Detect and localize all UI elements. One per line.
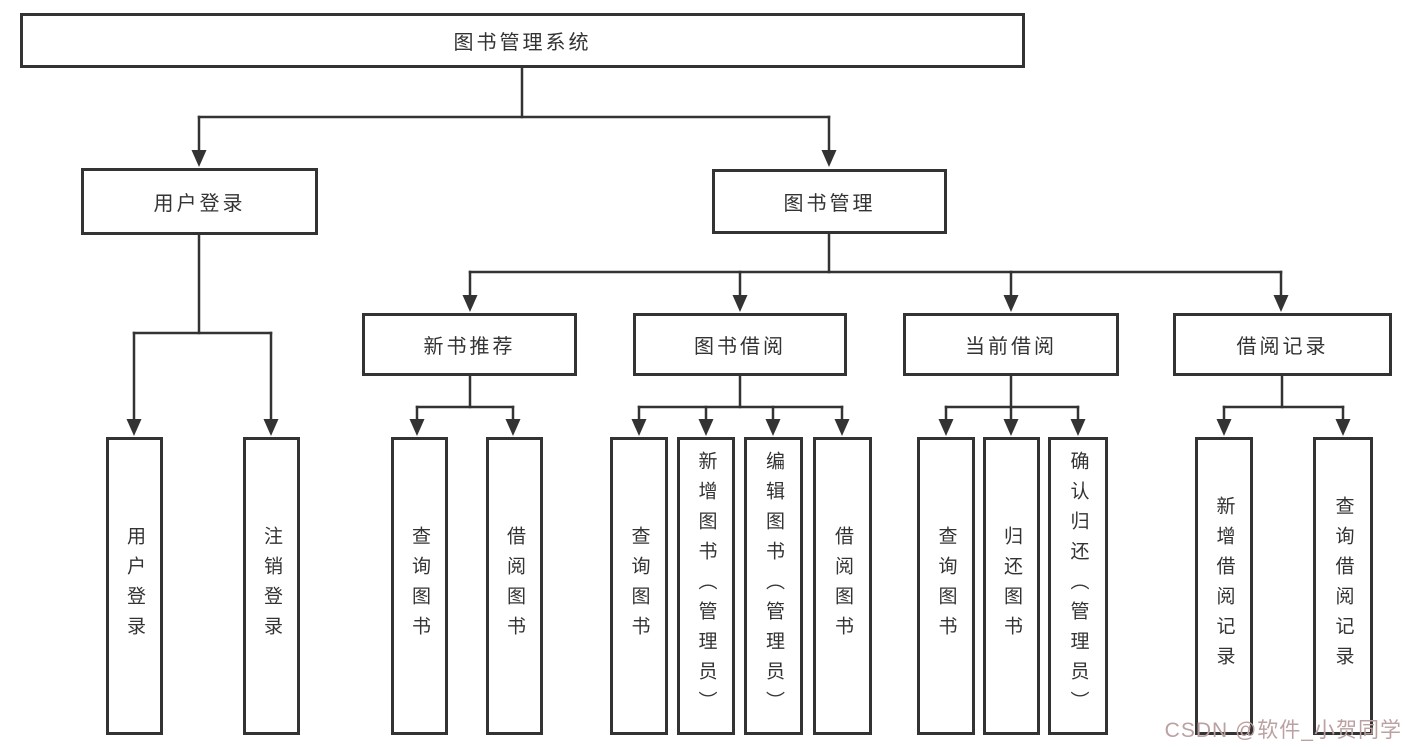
arrowhead-icon (191, 150, 207, 167)
leaf-return-books-label: 归还图书 (1001, 526, 1022, 646)
arrowhead-icon (1216, 419, 1232, 436)
node-new-book-recommend: 新书推荐 (362, 313, 577, 376)
node-borrow-records: 借阅记录 (1173, 313, 1392, 376)
arrowhead-icon (1003, 419, 1019, 436)
leaf-query-books-borrow: 查询图书 (610, 437, 668, 735)
leaf-query-borrow-record-label: 查询借阅记录 (1332, 496, 1354, 676)
arrowhead-icon (126, 419, 142, 436)
connector-login-to-leaves (126, 233, 279, 436)
arrowhead-icon (834, 419, 850, 436)
leaf-borrow-books-recommend: 借阅图书 (486, 437, 543, 735)
arrowhead-icon (732, 295, 748, 312)
leaf-logout: 注销登录 (243, 437, 300, 735)
connector-borrow-to-leaves (631, 374, 850, 436)
arrowhead-icon (263, 419, 279, 436)
leaf-add-books-admin: 新增图书（管理员） (677, 437, 735, 735)
node-user-login: 用户登录 (81, 168, 318, 235)
leaf-query-books-recommend: 查询图书 (391, 437, 448, 735)
node-current-borrow: 当前借阅 (903, 313, 1119, 376)
connector-records-to-leaves (1216, 374, 1351, 436)
arrowhead-icon (1070, 419, 1086, 436)
arrowhead-icon (1003, 295, 1019, 312)
leaf-edit-books-admin-label: 编辑图书（管理员） (763, 451, 784, 721)
arrowhead-icon (698, 419, 714, 436)
connector-current-to-leaves (938, 374, 1086, 436)
connector-recommend-to-leaves (409, 374, 521, 436)
arrowhead-icon (765, 419, 781, 436)
leaf-borrow-books: 借阅图书 (813, 437, 872, 735)
leaf-borrow-books-recommend-label: 借阅图书 (504, 526, 525, 646)
leaf-add-books-admin-label: 新增图书（管理员） (695, 451, 717, 721)
arrowhead-icon (1273, 295, 1289, 312)
leaf-query-books-current-label: 查询图书 (935, 526, 957, 646)
leaf-query-borrow-record: 查询借阅记录 (1313, 437, 1373, 735)
arrowhead-icon (938, 419, 954, 436)
node-book-management: 图书管理 (712, 169, 947, 234)
connector-management-to-level3 (462, 232, 1289, 312)
leaf-borrow-books-label: 借阅图书 (832, 526, 853, 646)
leaf-logout-label: 注销登录 (261, 526, 282, 646)
arrowhead-icon (462, 295, 478, 312)
leaf-query-books-current: 查询图书 (917, 437, 975, 735)
arrowhead-icon (505, 419, 521, 436)
node-library-management-system: 图书管理系统 (20, 13, 1025, 68)
arrowhead-icon (1335, 419, 1351, 436)
leaf-return-books: 归还图书 (983, 437, 1040, 735)
leaf-query-books-recommend-label: 查询图书 (409, 526, 430, 646)
arrowhead-icon (409, 419, 425, 436)
leaf-edit-books-admin: 编辑图书（管理员） (744, 437, 803, 735)
arrowhead-icon (631, 419, 647, 436)
leaf-query-books-borrow-label: 查询图书 (628, 526, 650, 646)
leaf-add-borrow-record: 新增借阅记录 (1195, 437, 1253, 735)
leaf-confirm-return-admin: 确认归还（管理员） (1048, 437, 1108, 735)
leaf-add-borrow-record-label: 新增借阅记录 (1213, 496, 1235, 676)
leaf-user-login-label: 用户登录 (124, 526, 145, 646)
leaf-confirm-return-admin-label: 确认归还（管理员） (1067, 451, 1089, 721)
leaf-user-login: 用户登录 (106, 437, 163, 735)
node-book-borrow: 图书借阅 (633, 313, 847, 376)
connector-root-to-level2 (191, 66, 837, 167)
arrowhead-icon (821, 150, 837, 167)
